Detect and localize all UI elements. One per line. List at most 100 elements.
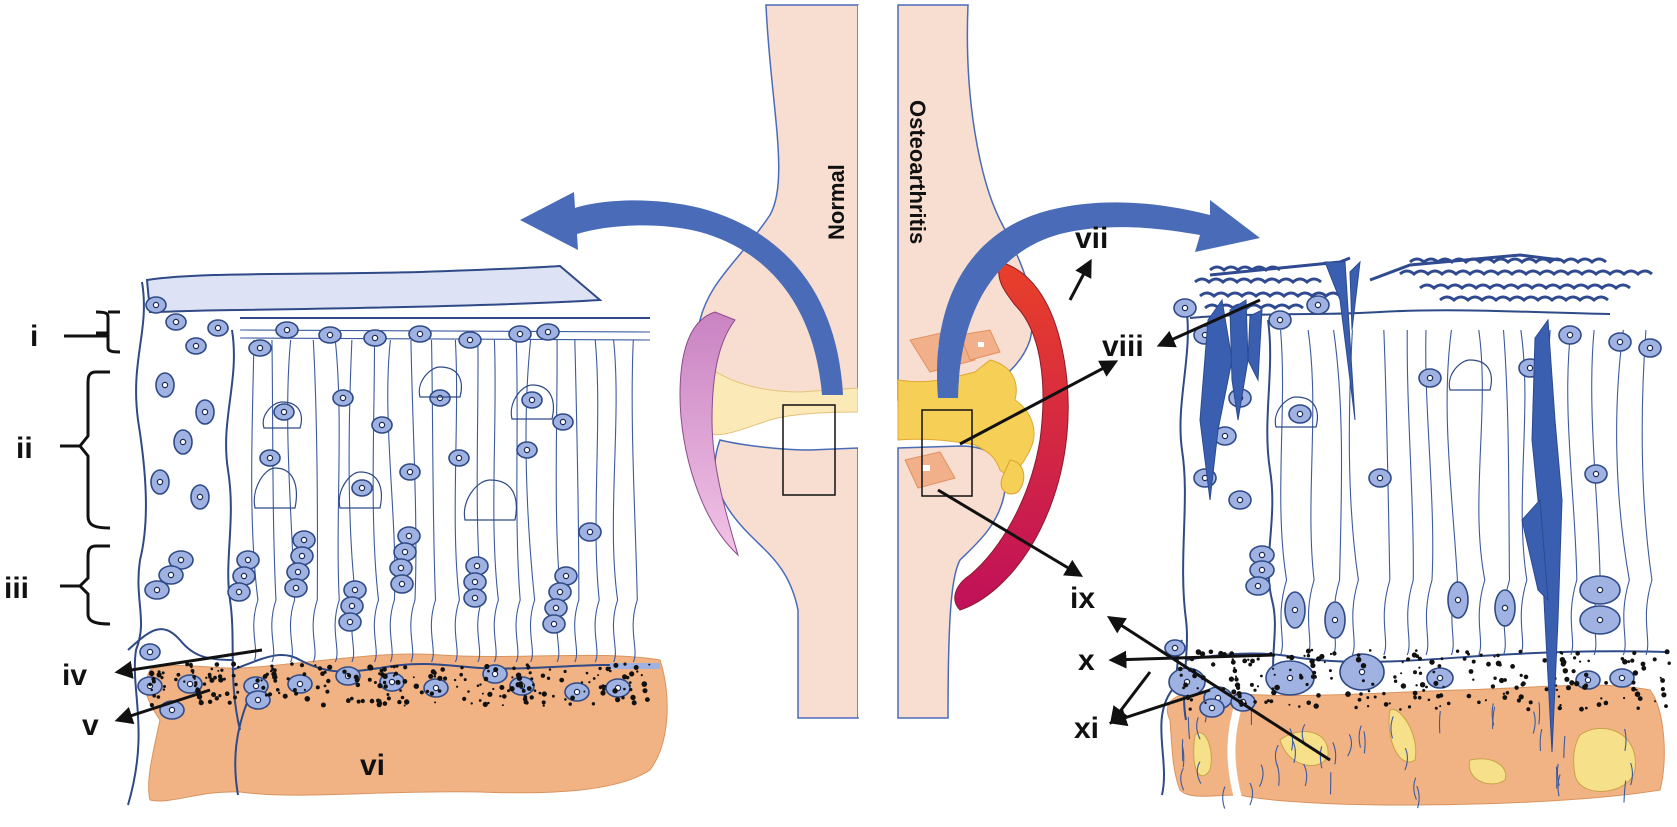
mineral-dot [437, 689, 442, 693]
mineral-dot [1286, 655, 1290, 659]
mineral-dot [476, 684, 480, 687]
mineral-dot [162, 688, 166, 691]
mineral-dot [383, 684, 388, 689]
mineral-dot [1411, 652, 1417, 658]
chondrocyte-nucleus [244, 556, 252, 564]
mineral-dot [404, 699, 410, 705]
surface-edge [1369, 253, 1561, 282]
mineral-dot [292, 688, 297, 692]
mineral-dot [304, 696, 311, 702]
chondrocyte-nucleus [406, 468, 414, 476]
bone-fiber [1624, 728, 1627, 752]
mineral-dot [425, 689, 430, 694]
mineral-dot [1312, 670, 1317, 675]
mineral-dot [185, 662, 190, 667]
mineral-dot [1418, 666, 1421, 669]
mineral-dot [1584, 672, 1589, 677]
chondrocyte-nucleus [466, 336, 474, 344]
mineral-dot [1631, 686, 1636, 692]
lacuna [262, 401, 303, 429]
mineral-dot [1415, 649, 1418, 652]
mineral-dot [602, 687, 606, 691]
mineral-dot [1253, 688, 1257, 692]
mineral-dot [546, 676, 551, 680]
mineral-dot [174, 677, 178, 682]
mineral-dot [360, 698, 365, 704]
collagen-fiber [312, 339, 319, 663]
mineral-dot [400, 695, 405, 700]
mineral-dot [563, 669, 567, 674]
mineral-dot [1569, 680, 1575, 686]
mineral-dot [636, 670, 639, 673]
chondrocyte-nucleus [1584, 676, 1592, 684]
collagen-fiber [372, 339, 380, 663]
mineral-dot [1667, 661, 1671, 665]
collagen-fiber [1641, 329, 1653, 656]
mineral-dot [1274, 684, 1280, 691]
mineral-dot [207, 699, 213, 704]
oa-bone-cysts [1193, 709, 1636, 792]
mineral-dot [1559, 704, 1562, 707]
normal-calcified-dots [148, 661, 651, 708]
mineral-dot [303, 688, 306, 692]
bone-fiber [1404, 747, 1408, 771]
label-i: i [30, 320, 38, 353]
mineral-dot [1313, 703, 1319, 709]
mineral-dot [484, 663, 490, 670]
mineral-dot [1415, 684, 1418, 687]
collagen-fiber [1446, 329, 1458, 656]
chondrocyte-nucleus [256, 344, 264, 352]
mineral-dot [222, 677, 226, 681]
mineral-dot [399, 689, 402, 692]
mineral-dot [1560, 661, 1566, 667]
mineral-dot [1557, 695, 1561, 698]
mineral-dot [1355, 656, 1362, 663]
mineral-dot [541, 700, 546, 705]
label-viii: viii [1102, 330, 1144, 363]
mineral-dot [323, 684, 327, 688]
mineral-dot [356, 699, 361, 704]
mineral-dot [1427, 698, 1431, 702]
mineral-dot [1319, 653, 1325, 660]
mineral-dot [286, 677, 290, 681]
mineral-dot [1435, 683, 1438, 686]
bracket-i [95, 310, 121, 354]
mineral-dot [395, 664, 399, 668]
mineral-dot [419, 690, 424, 695]
mineral-dot [1248, 662, 1253, 667]
mineral-dot [390, 665, 393, 668]
normal-surface-layer [145, 264, 603, 314]
mineral-dot [396, 680, 401, 685]
mineral-dot [532, 683, 535, 687]
mineral-dot [521, 688, 526, 693]
mineral-dot [1579, 660, 1582, 663]
mineral-dot [231, 673, 236, 678]
collagen-fiber [1307, 329, 1315, 656]
mineral-dot [373, 681, 377, 684]
mineral-dot [1582, 684, 1588, 690]
mineral-dot [612, 688, 618, 694]
mineral-dot [1359, 692, 1363, 696]
chondrocyte-nucleus [252, 682, 260, 690]
mineral-dot [1493, 655, 1496, 658]
mineral-dot [1399, 708, 1402, 711]
chondrocyte-nucleus [516, 330, 524, 338]
mineral-dot [538, 691, 542, 695]
mineral-dot [224, 691, 230, 696]
mineral-dot [621, 696, 625, 700]
mineral-dot [314, 664, 317, 667]
bone-fiber [1363, 731, 1366, 754]
mineral-dot [1366, 696, 1370, 700]
mineral-dot [350, 696, 354, 701]
chondrocyte-nucleus [300, 536, 308, 544]
chondrocyte-nucleus [1254, 582, 1262, 590]
mineral-dot [502, 694, 507, 699]
mineral-dot [412, 676, 415, 679]
lacuna [463, 479, 517, 521]
bone-fiber [1556, 763, 1560, 786]
mineral-dot [559, 677, 565, 683]
mineral-dot [1520, 682, 1525, 687]
mineral-dot [227, 700, 232, 705]
mineral-dot [434, 701, 437, 704]
chondrocyte-nucleus [1331, 616, 1339, 624]
